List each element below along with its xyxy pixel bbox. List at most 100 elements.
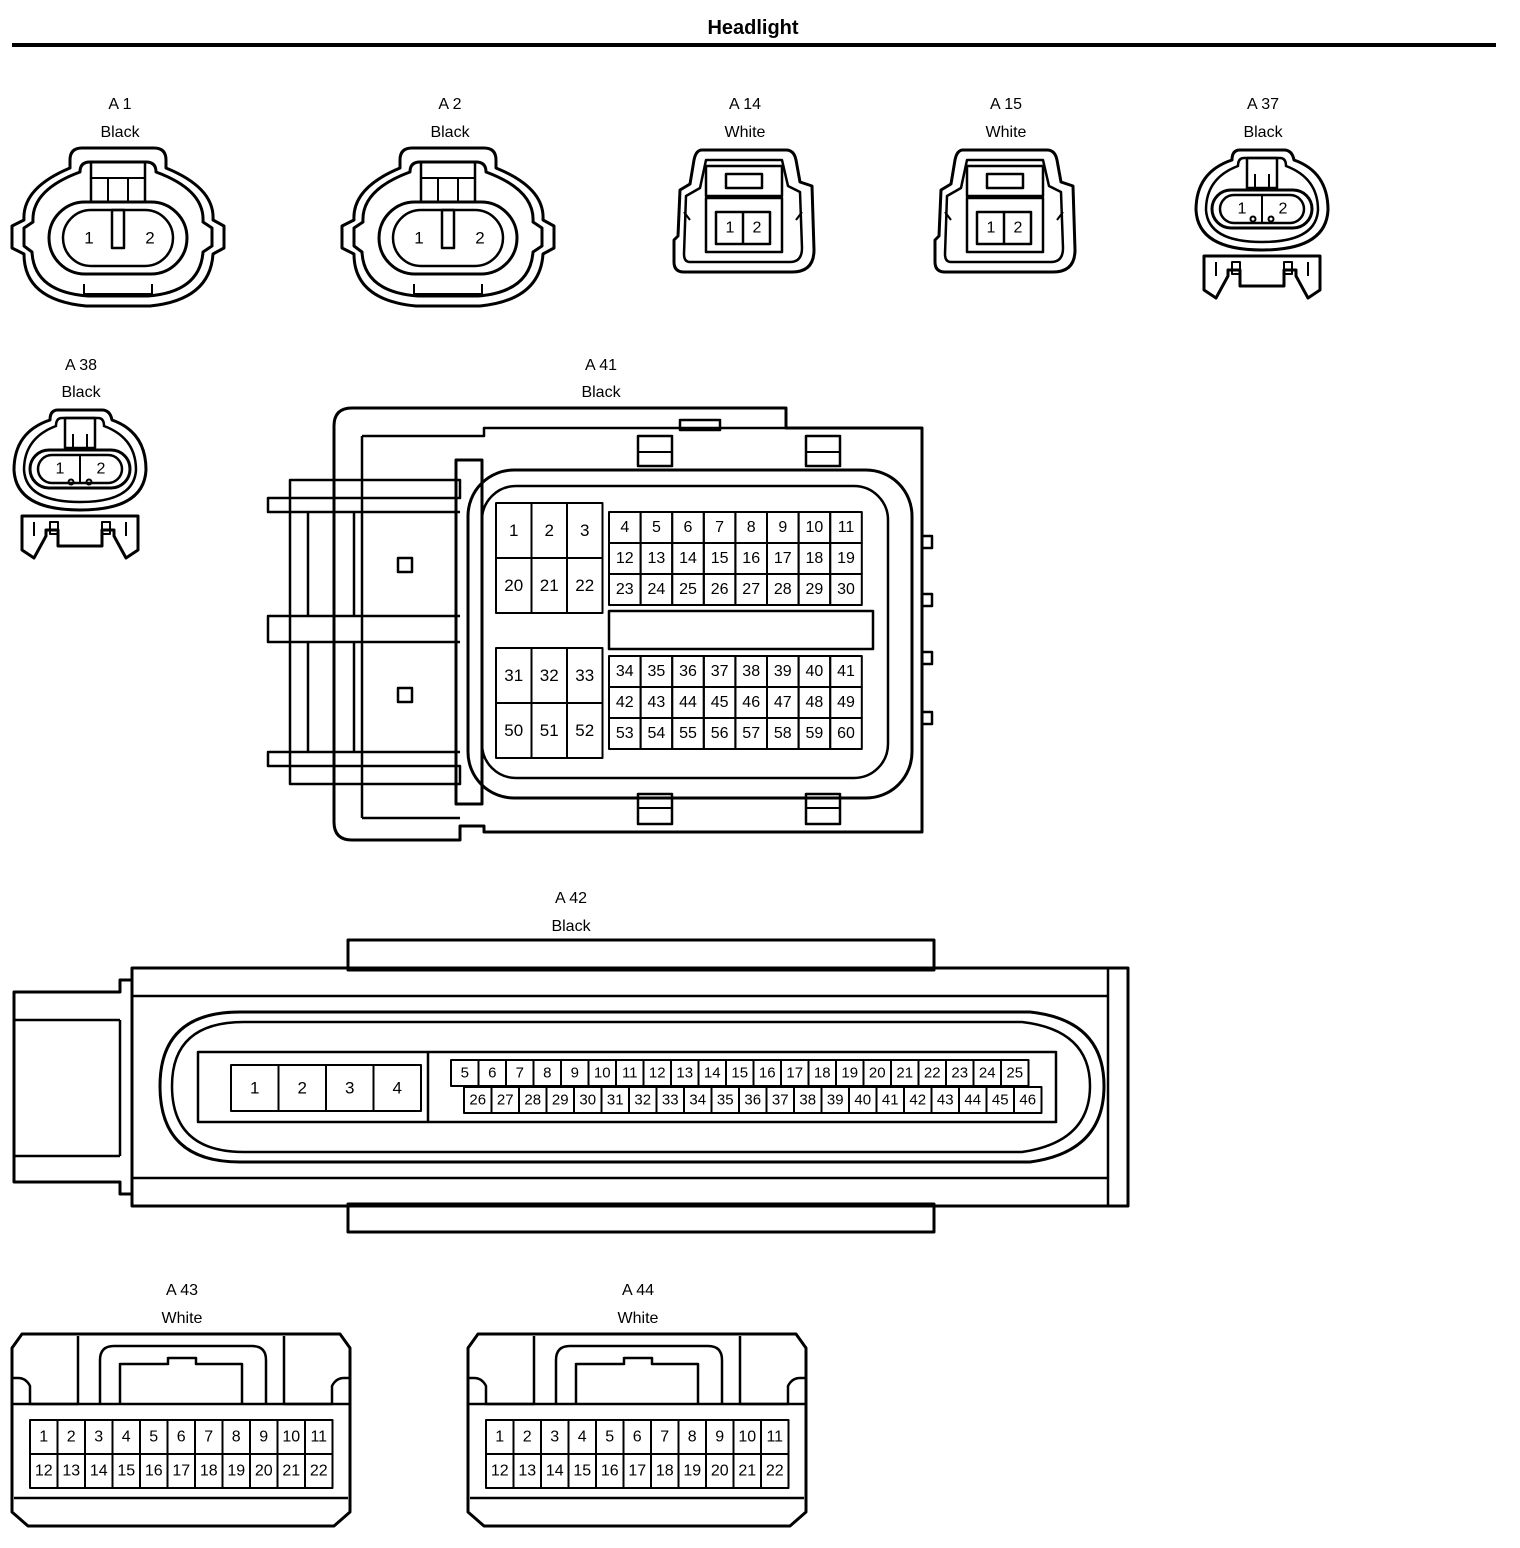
connector-a15-color: White bbox=[985, 124, 1027, 141]
a42-pin-7: 7 bbox=[516, 1065, 524, 1082]
a42-pin-21: 21 bbox=[896, 1065, 913, 1082]
a44-pin-15: 15 bbox=[573, 1463, 591, 1480]
a42-pin-28: 28 bbox=[524, 1092, 541, 1109]
a41-pin-9: 9 bbox=[778, 519, 787, 536]
a42-pin-3: 3 bbox=[345, 1079, 354, 1098]
a41-pin-20: 20 bbox=[504, 576, 523, 595]
a37-pin-2: 2 bbox=[1279, 201, 1288, 218]
connector-a43-id: A 43 bbox=[165, 1282, 199, 1299]
a42-pin-46-cell bbox=[1013, 1086, 1043, 1114]
a2-pin-2: 2 bbox=[475, 229, 484, 248]
a43-pin-22: 22 bbox=[310, 1463, 328, 1480]
a38-pin-1: 1 bbox=[56, 461, 65, 478]
a41-pin-22-cell bbox=[566, 557, 604, 614]
a44-pin-5: 5 bbox=[605, 1429, 614, 1446]
a42-pin-11: 11 bbox=[622, 1065, 638, 1082]
a41-pin-53: 53 bbox=[616, 725, 634, 742]
a44-pin-3: 3 bbox=[550, 1429, 559, 1446]
a43-pin-1: 1 bbox=[39, 1429, 48, 1446]
a41-pin-40: 40 bbox=[806, 663, 824, 680]
a42-pin-8: 8 bbox=[543, 1065, 551, 1082]
a44-pin-10: 10 bbox=[738, 1429, 756, 1446]
a14-pin-1: 1 bbox=[726, 220, 735, 237]
a42-pin-40: 40 bbox=[854, 1092, 871, 1109]
a44-pin-8: 8 bbox=[688, 1429, 697, 1446]
a41-pin-23: 23 bbox=[616, 581, 634, 598]
a44-pin-17: 17 bbox=[628, 1463, 646, 1480]
a43-pin-17: 17 bbox=[172, 1463, 190, 1480]
connector-a43-color: White bbox=[161, 1310, 203, 1327]
a41-pin-39: 39 bbox=[774, 663, 792, 680]
a44-pin-2: 2 bbox=[523, 1429, 532, 1446]
a1-pin-2: 2 bbox=[145, 229, 154, 248]
a41-pin-30-cell bbox=[829, 573, 863, 606]
a42-pin-32: 32 bbox=[634, 1092, 651, 1109]
a42-pin-27: 27 bbox=[497, 1092, 514, 1109]
a42-pin-22: 22 bbox=[924, 1065, 941, 1082]
a44-pin-16: 16 bbox=[601, 1463, 619, 1480]
a42-pin-16: 16 bbox=[759, 1065, 776, 1082]
a41-pin-60-cell bbox=[829, 717, 863, 750]
connector-a43 bbox=[10, 1332, 352, 1528]
connector-a1-color: Black bbox=[100, 124, 140, 141]
a41-pin-26: 26 bbox=[711, 581, 729, 598]
a44-pin-9: 9 bbox=[715, 1429, 724, 1446]
a42-pin-29: 29 bbox=[552, 1092, 569, 1109]
connector-a2 bbox=[340, 146, 556, 308]
a41-pin-30: 30 bbox=[837, 581, 855, 598]
a43-pin-18: 18 bbox=[200, 1463, 218, 1480]
connector-a2-color: Black bbox=[430, 124, 470, 141]
a42-pin-6: 6 bbox=[488, 1065, 496, 1082]
a42-pin-10: 10 bbox=[594, 1065, 611, 1082]
a41-pin-36: 36 bbox=[679, 663, 697, 680]
a44-pin-13: 13 bbox=[518, 1463, 536, 1480]
connector-a15 bbox=[933, 148, 1077, 274]
connector-a44-color: White bbox=[617, 1310, 659, 1327]
a41-pin-7: 7 bbox=[715, 519, 724, 536]
a44-pin-4: 4 bbox=[578, 1429, 587, 1446]
connector-a42-color: Black bbox=[551, 918, 591, 935]
a37-pin-1: 1 bbox=[1238, 201, 1247, 218]
a42-pin-42: 42 bbox=[909, 1092, 926, 1109]
a1-pin-1: 1 bbox=[84, 229, 93, 248]
a41-pin-28: 28 bbox=[774, 581, 792, 598]
a15-pin-2: 2 bbox=[1014, 220, 1023, 237]
a41-pin-52-cell bbox=[566, 702, 604, 759]
a42-pin-36: 36 bbox=[744, 1092, 761, 1109]
a43-pin-14: 14 bbox=[90, 1463, 108, 1480]
a43-pin-16: 16 bbox=[145, 1463, 163, 1480]
a41-pin-34: 34 bbox=[616, 663, 634, 680]
a43-pin-8: 8 bbox=[232, 1429, 241, 1446]
a41-pin-32: 32 bbox=[540, 666, 559, 685]
a42-pin-14: 14 bbox=[704, 1065, 721, 1082]
a42-pin-25: 25 bbox=[1006, 1065, 1023, 1082]
a44-pin-1: 1 bbox=[495, 1429, 504, 1446]
a41-pin-37: 37 bbox=[711, 663, 729, 680]
a14-pin-2: 2 bbox=[753, 220, 762, 237]
page-title: Headlight bbox=[707, 17, 799, 39]
a41-pin-45: 45 bbox=[711, 694, 729, 711]
a43-pin-22-cell bbox=[304, 1453, 334, 1489]
connector-a41 bbox=[266, 406, 934, 842]
a42-pin-9: 9 bbox=[571, 1065, 579, 1082]
a44-pin-14: 14 bbox=[546, 1463, 564, 1480]
connector-a41-color: Black bbox=[581, 384, 621, 401]
a43-pin-3: 3 bbox=[94, 1429, 103, 1446]
a41-pin-19: 19 bbox=[837, 550, 855, 567]
a42-pin-20: 20 bbox=[869, 1065, 886, 1082]
a44-pin-19: 19 bbox=[683, 1463, 701, 1480]
a41-pin-50: 50 bbox=[504, 721, 523, 740]
a42-pin-18: 18 bbox=[814, 1065, 831, 1082]
a42-pin-19: 19 bbox=[841, 1065, 858, 1082]
a41-pin-24: 24 bbox=[648, 581, 666, 598]
a41-pin-60: 60 bbox=[837, 725, 855, 742]
a43-pin-20: 20 bbox=[255, 1463, 273, 1480]
connector-a38 bbox=[12, 408, 148, 560]
a42-pin-35: 35 bbox=[717, 1092, 734, 1109]
a41-pin-10: 10 bbox=[806, 519, 824, 536]
a44-pin-6: 6 bbox=[633, 1429, 642, 1446]
a42-pin-4: 4 bbox=[393, 1079, 402, 1098]
connector-a15-id: A 15 bbox=[989, 96, 1023, 113]
a42-pin-34: 34 bbox=[689, 1092, 706, 1109]
a43-pin-10: 10 bbox=[282, 1429, 300, 1446]
